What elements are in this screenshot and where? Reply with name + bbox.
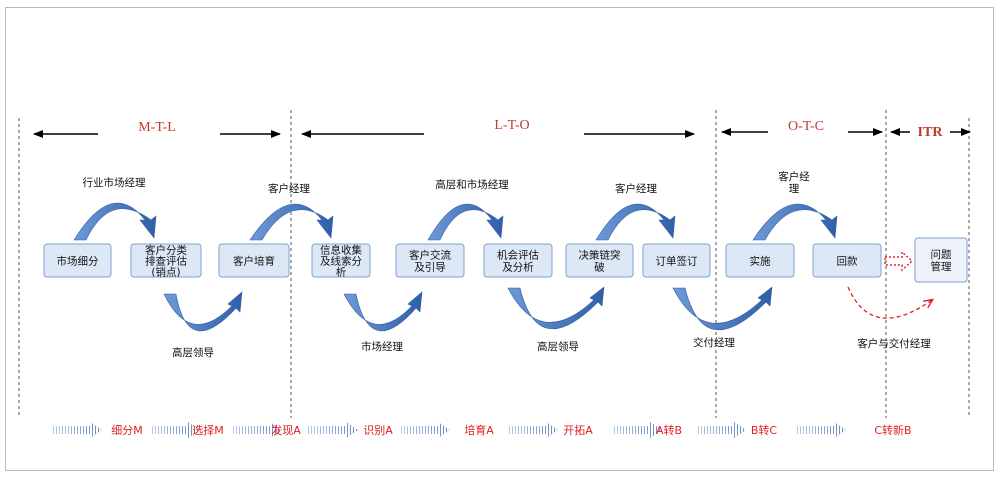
phase-label-otc: O-T-C [788, 119, 824, 134]
phase-dividers [18, 110, 970, 418]
process-box-shape [725, 243, 795, 278]
striped-arrow-icon [308, 422, 358, 438]
process-box-shape [311, 243, 371, 278]
step-label: 开拓A [563, 423, 593, 437]
process-box-label: 回款 [837, 255, 858, 268]
curved-arrow-icon [427, 203, 504, 241]
process-box-label: 客户分类 [145, 244, 187, 257]
step-label: 细分M [111, 424, 143, 437]
step-label: 培育A [464, 423, 494, 437]
process-boxes: 市场细分客户分类排查评估(销点)客户培育信息收集及线索分析客户交流及引导机会评估… [43, 237, 968, 283]
phase-label-lto: L-T-O [494, 118, 529, 133]
striped-arrow-icon [612, 422, 662, 438]
process-box-label: 机会评估 [497, 249, 539, 262]
process-box-shape [483, 243, 553, 278]
process-box-label: 管理 [931, 260, 952, 273]
striped-arrow-icon [400, 422, 450, 438]
process-box-shape [218, 243, 290, 278]
phase-labels: M-T-L L-T-O O-T-C ITR [138, 118, 943, 140]
role-label-below: 高层领导 [537, 340, 579, 353]
process-box-label: 及引导 [414, 261, 446, 274]
curved-arrow-icon [343, 291, 423, 332]
role-label-above: 客户经理 [615, 182, 657, 195]
process-box-label: 问题 [931, 248, 952, 261]
striped-arrow-icon [150, 422, 200, 438]
process-box-label: 及线索分 [320, 255, 362, 268]
curved-arrow-icon [249, 203, 334, 241]
process-box-label: 订单签订 [656, 255, 698, 268]
process-box-label: 市场细分 [57, 255, 99, 268]
process-box-label: 决策链突 [579, 249, 621, 262]
curved-arrow-icon [73, 202, 157, 241]
striped-arrow-icon [884, 250, 914, 272]
process-box: 实施 [725, 243, 795, 278]
role-label-below: 客户与交付经理 [857, 337, 931, 350]
process-box: 回款 [812, 243, 882, 278]
process-box: 客户培育 [218, 243, 290, 278]
role-label-above: 客户经理 [268, 182, 310, 195]
phase-span-arrows [33, 128, 971, 138]
process-box-label: 析 [336, 266, 347, 279]
striped-arrow-icon [796, 422, 846, 438]
phase-label-itr: ITR [918, 125, 944, 140]
step-label: C转新B [874, 423, 911, 437]
role-label-above: 客户经 [778, 170, 810, 183]
process-box-label: 破 [594, 261, 605, 274]
step-label: 发现A [271, 423, 301, 437]
process-box-label: (销点) [151, 266, 180, 279]
diagram-frame [5, 7, 994, 471]
process-box-label: 客户交流 [409, 249, 451, 262]
striped-arrow-icon [52, 422, 102, 438]
role-label-above: 理 [789, 183, 800, 195]
process-box-label: 实施 [750, 255, 771, 268]
step-label: B转C [751, 423, 778, 437]
role-label-below: 市场经理 [361, 340, 403, 353]
role-label-below: 高层领导 [172, 346, 214, 359]
curved-arrow-icon [507, 286, 605, 330]
process-box-shape [43, 243, 112, 278]
curved-arrow-icon [595, 203, 676, 241]
process-box: 订单签订 [642, 243, 711, 278]
itr-links [847, 250, 932, 319]
step-strip: 细分M 选择M 发现A 识别A 培育A 开拓A A转B B转C C转新B [52, 422, 912, 438]
process-box-shape [130, 243, 202, 278]
dashed-curve-arrow-icon [847, 286, 932, 319]
role-label-below: 交付经理 [693, 336, 735, 349]
step-label: 选择M [192, 423, 224, 437]
process-box-shape [812, 243, 882, 278]
process-box-shape [565, 243, 634, 278]
step-label: A转B [656, 423, 682, 437]
process-box-label: 信息收集 [320, 244, 362, 257]
striped-arrow-icon [508, 422, 558, 438]
striped-arrow-icon [232, 422, 282, 438]
process-box-shape [642, 243, 711, 278]
lower-flow-arrows [163, 286, 773, 332]
process-box-label: 排查评估 [145, 255, 187, 268]
role-label-above: 行业市场经理 [83, 176, 146, 189]
upper-flow-arrows [73, 202, 838, 241]
process-box-label: 客户培育 [233, 255, 275, 268]
curved-arrow-icon [672, 286, 773, 331]
process-box-label: 及分析 [502, 261, 534, 274]
role-label-above: 高层和市场经理 [435, 178, 509, 191]
step-label: 识别A [363, 424, 393, 437]
process-box: 市场细分 [43, 243, 112, 278]
phase-label-mtl: M-T-L [138, 120, 176, 135]
curved-arrow-icon [752, 203, 838, 241]
striped-arrow-icon [696, 422, 746, 438]
curved-arrow-icon [163, 291, 243, 332]
process-box-shape [395, 243, 465, 278]
process-box-shape [914, 237, 968, 283]
